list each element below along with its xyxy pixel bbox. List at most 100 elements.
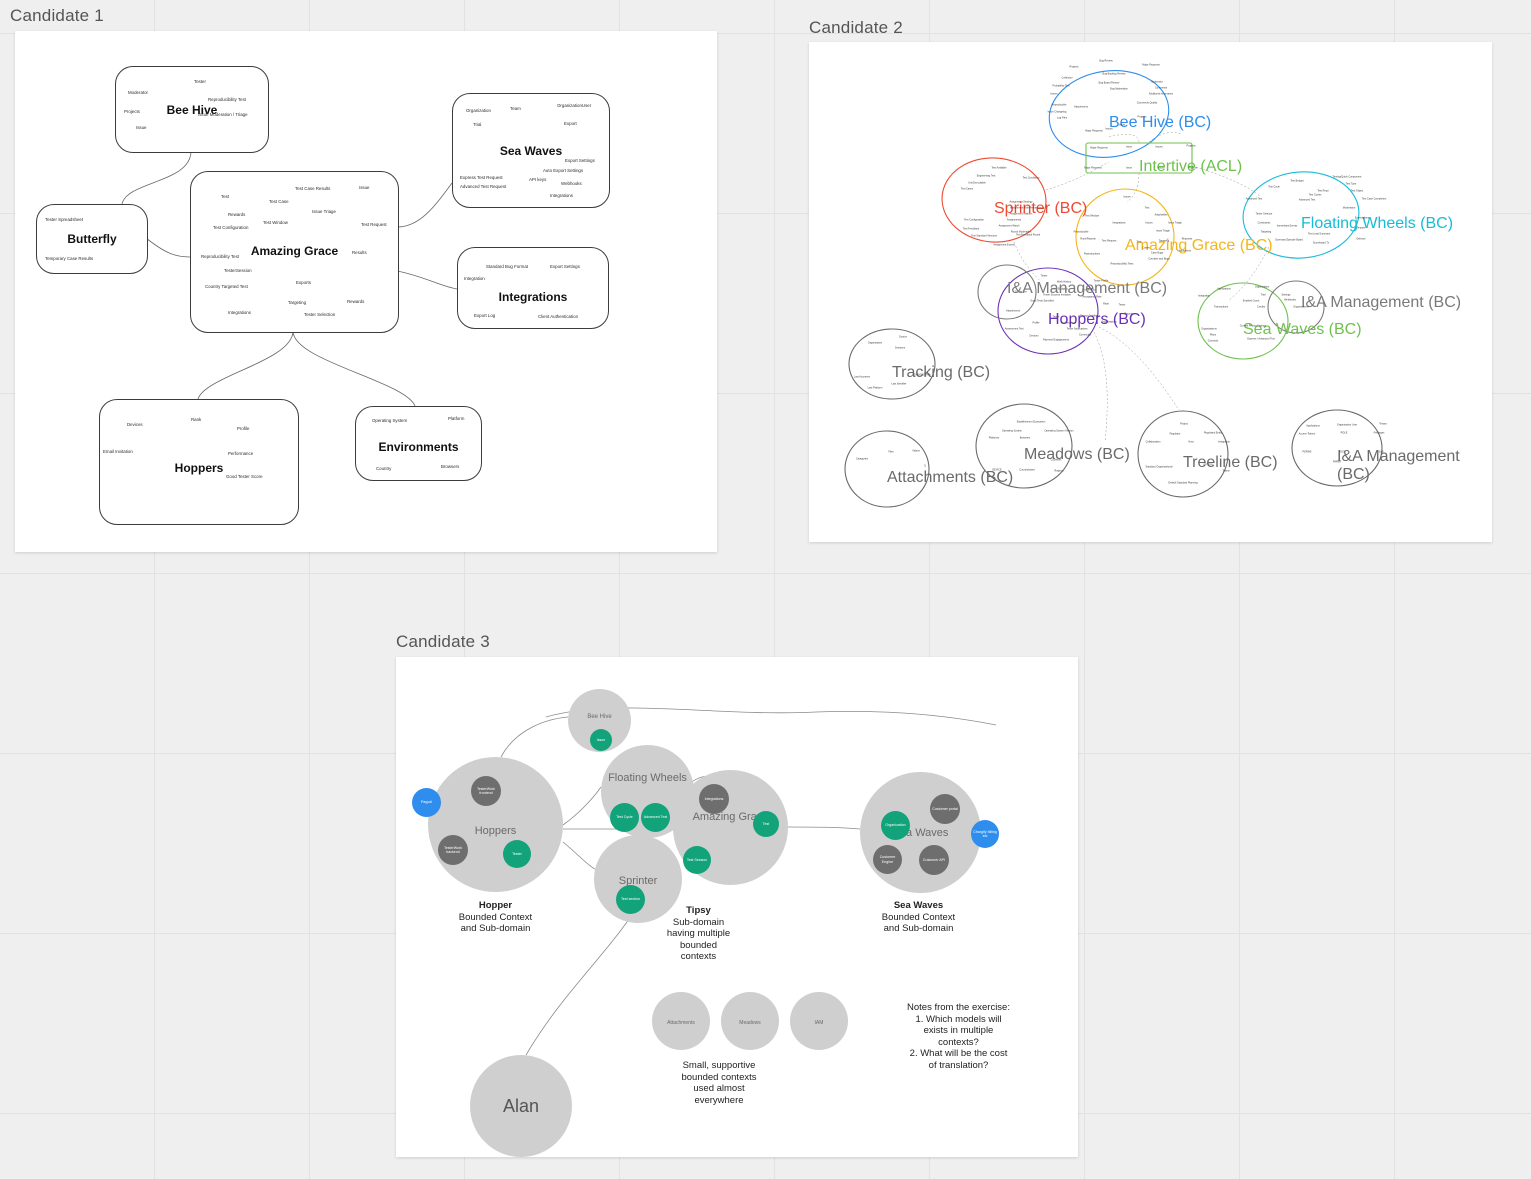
c3-sub-circle[interactable]: Test Cycle <box>610 803 639 832</box>
c3-sub-circle[interactable]: Test <box>753 811 779 837</box>
c2-entity-label: Reproducibility Tests <box>1110 262 1134 266</box>
c2-entity-label: Issue Changelog <box>1047 110 1067 114</box>
c1-entity-label: OrganizationUser <box>557 103 592 108</box>
c3-sub-circle[interactable]: Tester <box>503 840 531 868</box>
c2-entity-label: Applications <box>1217 287 1231 291</box>
c2-entity-label: Test Feedback <box>962 227 980 231</box>
c2-entity-label: Countries <box>1050 458 1062 462</box>
c3-support-circle[interactable]: IAM <box>790 992 848 1050</box>
c2-entity-label: Counties and Bugs <box>1148 257 1170 261</box>
c1-entity-label: Standard Bug Format <box>486 264 528 269</box>
c2-entity-label: Devices <box>1029 334 1039 338</box>
c1-entity-label: Rewards <box>347 299 365 304</box>
c2-entity-label: Organization User <box>1336 423 1358 427</box>
c3-sub-circle[interactable]: TesterWork frontend <box>471 776 501 806</box>
c1-entity-label: Export Settings <box>550 264 580 269</box>
c1-entity-label: Express Test Request <box>460 175 503 180</box>
c1-entity-label: Issue <box>136 125 147 130</box>
c3-sub-circle[interactable]: Chargify billing etc <box>971 820 999 848</box>
c2-entity-label: Assignment Strategy <box>1009 200 1033 204</box>
c1-entity-label: Tester Selection <box>304 312 336 317</box>
c2-entity-label: PERMS <box>1302 450 1312 454</box>
c3-sub-circle[interactable]: Customer portal <box>930 794 960 824</box>
c2-entity-label: Rank <box>1103 302 1109 306</box>
c3-sub-circle[interactable]: TesterWork backend <box>438 835 468 865</box>
c2-entity-label: SoR <box>1378 450 1384 454</box>
c2-entity-label: Tester <box>1040 274 1048 278</box>
c3-sub-circle[interactable]: Test section <box>616 885 645 914</box>
c1-box-title: Hoppers <box>174 461 224 475</box>
c2-blob-title: Intertive (ACL) <box>1139 158 1243 175</box>
c2-entity-label: Test Budget <box>1290 179 1304 183</box>
c3-caption-title: Sea Waves <box>893 900 944 911</box>
c2-entity-label: Targeting <box>1158 239 1170 243</box>
c1-entity-label: Test Configuration <box>213 225 249 230</box>
c2-entity-label: Settings <box>1281 293 1291 297</box>
c3-sub-circle[interactable]: Customer Engine <box>873 845 902 874</box>
c3-sub-circle[interactable]: Organization <box>881 811 910 840</box>
c1-entity-label: Export <box>564 121 577 126</box>
c1-entity-label: Issue <box>359 185 370 190</box>
c3-sub-circle[interactable]: Integrations <box>699 784 729 814</box>
c3-support-circle[interactable]: Attachments <box>652 992 710 1050</box>
c3-sub-circle[interactable]: Issue <box>590 729 612 751</box>
c2-entity-label: Comments Quality <box>1136 101 1158 105</box>
c1-entity-label: Exports <box>296 280 311 285</box>
c3-notes: Notes from the exercise:1. Which models … <box>896 1002 1021 1072</box>
c3-caption-title: Hopper <box>478 900 513 911</box>
c3-caption-line: Small, supportive <box>682 1060 756 1071</box>
c2-entity-label: SSO <box>1339 450 1345 454</box>
c2-entity-label: Projects <box>1186 144 1196 148</box>
c3-caption-line: bounded <box>680 939 717 951</box>
c3-context-label: Hoppers <box>474 825 517 837</box>
c2-entity-label: Test Cycles <box>1308 193 1322 197</box>
c3-sub-circle[interactable]: Test Session <box>683 846 711 874</box>
c3-support-circle[interactable]: Meadows <box>721 992 779 1050</box>
c2-entity-label: Organization <box>1254 285 1270 289</box>
c3-sub-circle[interactable]: Advanced Test <box>641 803 670 832</box>
c3-alan-circle[interactable]: Alan <box>470 1055 572 1157</box>
c1-entity-label: Email Invitation <box>103 449 133 454</box>
c1-entity-label: Advanced Test Request <box>460 184 507 189</box>
c3-sub-circle[interactable]: Paypal <box>412 788 441 817</box>
c2-entity-label: Good Tests Specified <box>1030 299 1054 303</box>
c2-entity-label: Test Window <box>1084 214 1100 218</box>
c2-entity-label: Cases <box>1142 246 1150 250</box>
c2-entity-label: Additional Information <box>1148 92 1174 96</box>
c2-entity-label: Profile <box>1032 321 1040 325</box>
c2-entity-label: Operating System <box>1001 429 1023 433</box>
c2-entity-label: Categories <box>855 457 869 461</box>
c3-notes-line: exists in multiple <box>923 1025 994 1037</box>
c2-entity-label: Test <box>1144 206 1150 210</box>
c1-entity-label: Integrations <box>228 310 251 315</box>
c3-caption-line: bounded contexts <box>681 1071 757 1083</box>
c2-entity-label: Major Requests <box>1142 63 1160 67</box>
c2-entity-label: Test Repo <box>1317 189 1329 193</box>
c3-sub-circle[interactable]: Customer API <box>919 845 949 875</box>
c2-entity-label: Teams <box>1222 469 1230 473</box>
c2-entity-label: Test Case Completion <box>1361 197 1387 201</box>
c2-entity-label: Engineering Test <box>976 174 996 178</box>
c2-entity-label: Targeting <box>1260 230 1272 234</box>
c2-entity-label: Attachments <box>1177 249 1191 253</box>
c3-support-label: Attachments <box>667 1020 695 1026</box>
c3-notes-line: contexts? <box>938 1036 979 1048</box>
c2-entity-label: Webhooks <box>1284 298 1296 302</box>
c1-entity-label: Team <box>510 106 521 111</box>
